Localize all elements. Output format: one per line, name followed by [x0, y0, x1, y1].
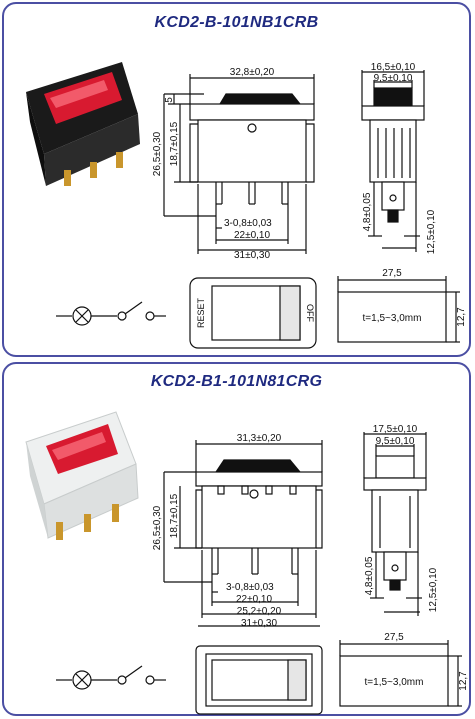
dim-height-body: 18,7±0,15 [169, 121, 180, 166]
dim-actuator-height: 5 [164, 97, 175, 103]
panel-title: KCD2-B1-101N81CRG [150, 373, 323, 390]
switch-photo [25, 411, 139, 540]
panel-cutout [339, 640, 462, 707]
face-right-label: OFF [305, 304, 315, 322]
dim-pin-width: 3-0,8±0,03 [224, 218, 272, 229]
panel-title: KCD2-B-101NB1CRB [154, 14, 319, 31]
side-view [361, 70, 425, 252]
switch-photo [26, 62, 140, 186]
dim-side-pin-width: 12,5±0,10 [428, 567, 439, 612]
dim-height-total: 26,5±0,30 [152, 505, 163, 550]
dim-side-width: 17,5±0,10 [373, 424, 418, 435]
circuit-symbol [56, 665, 166, 690]
circuit-symbol [56, 301, 166, 326]
face-left-label: RESET [196, 297, 206, 328]
panel-thickness: t=1,5~3,0mm [365, 677, 424, 688]
drawing-2: 31,3±0,20 26,5±0,30 18,7±0,15 3-0,8±0,03… [25, 411, 469, 715]
dim-pin-outer: 25,2±0,20 [237, 606, 282, 617]
dim-top-width: 32,8±0,20 [230, 67, 275, 78]
panel-cutout [337, 276, 460, 343]
dim-body-width: 31±0,30 [241, 618, 278, 629]
dim-pin-pitch: 22±0,10 [236, 594, 273, 605]
dim-cut-height: 12,7 [456, 307, 467, 327]
dim-side-inner: 9,5±0,10 [376, 436, 415, 447]
dim-cut-height: 12,7 [458, 671, 469, 691]
dim-height-body: 18,7±0,15 [169, 493, 180, 538]
face-plate [189, 277, 317, 349]
panel-thickness: t=1,5~3,0mm [363, 313, 422, 324]
dim-cut-width: 27,5 [384, 632, 404, 643]
dim-top-width: 31,3±0,20 [237, 433, 282, 444]
dim-side-pin: 4,8±0,05 [362, 192, 373, 231]
dim-cut-width: 27,5 [382, 268, 402, 279]
front-view [163, 440, 323, 627]
panel-kcd2-b1-101n81crg: KCD2-B1-101N81CRG [2, 362, 471, 716]
dim-side-pin-width: 12,5±0,10 [426, 209, 437, 254]
dim-side-inner: 9,5±0,10 [374, 73, 413, 84]
dim-pin-width: 3-0,8±0,03 [226, 582, 274, 593]
dim-side-width: 16,5±0,10 [371, 62, 416, 73]
front-view [163, 74, 315, 254]
dim-pin-pitch: 22±0,10 [234, 230, 271, 241]
face-plate [195, 645, 323, 715]
side-view [363, 432, 427, 616]
dim-height-total: 26,5±0,30 [152, 131, 163, 176]
panel-kcd2-b-101nb1crb: KCD2-B-101NB1CRB [2, 2, 471, 357]
dim-side-pin: 4,8±0,05 [364, 556, 375, 595]
drawing-1: 32,8±0,20 5 26,5±0,30 18,7±0,15 3-0,8±0,… [26, 62, 467, 349]
dim-body-width: 31±0,30 [234, 250, 271, 261]
